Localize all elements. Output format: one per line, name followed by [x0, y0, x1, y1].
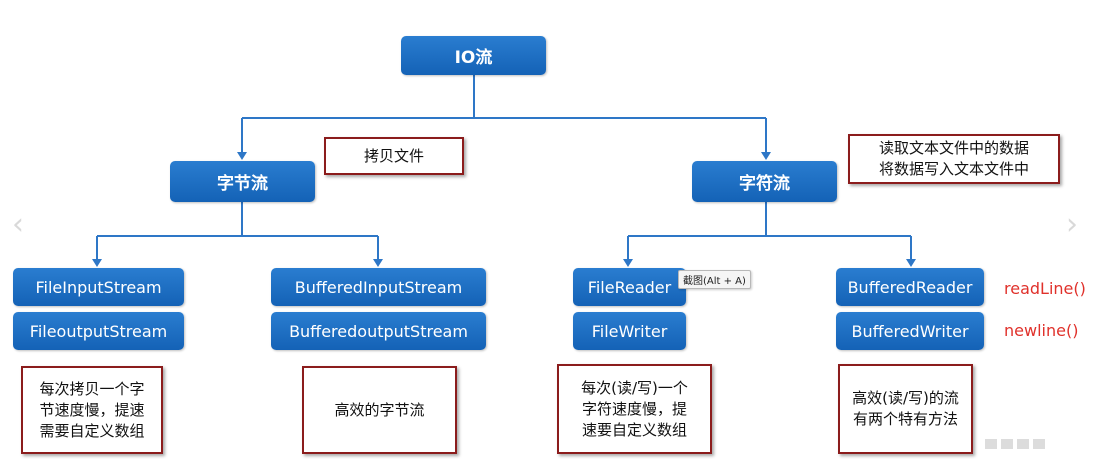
arrow-to-buffered-input [373, 259, 383, 267]
byte-stream-note: 拷贝文件 [324, 137, 464, 175]
byte-stream-node: 字节流 [170, 161, 315, 202]
char-buffered-note-line: 有两个特有方法 [852, 410, 958, 428]
arrow-to-file-input [92, 259, 102, 267]
watermark-icon [985, 434, 1049, 453]
byte-basic-note-line: 需要自定义数组 [39, 421, 145, 440]
char-buffered-note: 高效(读/写)的流 有两个特有方法 [838, 364, 973, 454]
char-basic-note-line: 字符速度慢，提 [581, 399, 687, 418]
byte-basic-note-line: 节速度慢，提速 [39, 400, 145, 419]
byte-buffered-note-line: 高效的字节流 [334, 400, 425, 419]
file-input-stream-node: FileInputStream [13, 268, 184, 306]
buffered-reader-node: BufferedReader [836, 268, 984, 306]
chevron-left-icon[interactable]: ‹ [12, 207, 24, 242]
byte-buffered-note: 高效的字节流 [302, 366, 457, 454]
arrow-to-file-reader [623, 259, 633, 267]
buffered-writer-node: BufferedWriter [836, 312, 984, 350]
char-buffered-note-line: 高效(读/写)的流 [852, 389, 959, 407]
file-writer-node: FileWriter [573, 312, 686, 350]
byte-basic-note-line: 每次拷贝一个字 [39, 379, 145, 398]
screenshot-tooltip: 截图(Alt + A) [678, 270, 751, 289]
arrow-to-char [761, 152, 771, 160]
char-basic-note-line: 每次(读/写)一个 [581, 378, 688, 397]
new-line-method-label: newline() [1004, 321, 1079, 340]
char-stream-note-line: 将数据写入文本文件中 [878, 160, 1029, 178]
char-basic-note-line: 速要自定义数组 [581, 420, 687, 439]
char-stream-note-line: 读取文本文件中的数据 [878, 139, 1029, 157]
char-basic-note: 每次(读/写)一个 字符速度慢，提 速要自定义数组 [557, 364, 712, 454]
read-line-method-label: readLine() [1004, 279, 1086, 298]
file-reader-node: FileReader [573, 268, 686, 306]
chevron-right-icon[interactable]: › [1066, 207, 1078, 242]
char-stream-node: 字符流 [692, 161, 837, 202]
buffered-output-stream-node: BufferedoutputStream [271, 312, 486, 350]
buffered-input-stream-node: BufferedInputStream [271, 268, 486, 306]
arrow-to-buffered-reader [906, 259, 916, 267]
root-node: IO流 [401, 36, 546, 75]
byte-basic-note: 每次拷贝一个字 节速度慢，提速 需要自定义数组 [21, 366, 163, 454]
char-stream-note: 读取文本文件中的数据 将数据写入文本文件中 [848, 134, 1060, 184]
arrow-to-byte [237, 152, 247, 160]
file-output-stream-node: FileoutputStream [13, 312, 184, 350]
